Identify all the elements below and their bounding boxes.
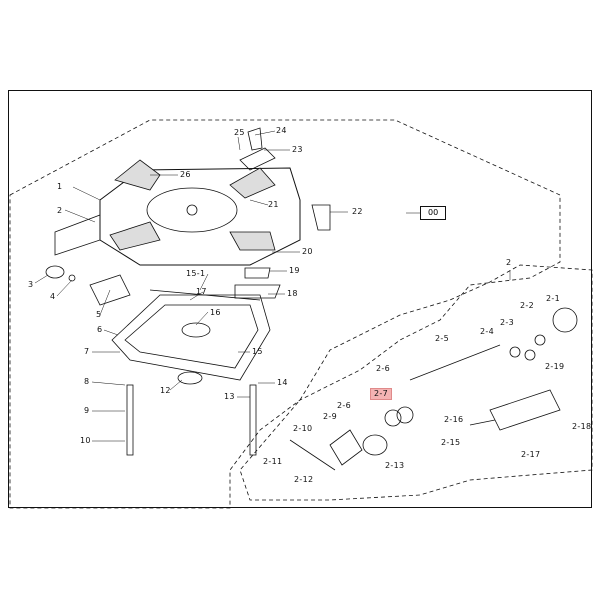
- part-label-22: 22: [352, 207, 363, 216]
- part-label-10: 10: [80, 436, 91, 445]
- part-label-13: 13: [224, 392, 235, 401]
- clamp-jaw-20: [229, 231, 276, 251]
- seal-2-3: [534, 334, 546, 346]
- group-boundary-outline: [9, 119, 561, 509]
- part-label-3: 3: [28, 280, 34, 289]
- part-label-2-13: 2-13: [385, 461, 405, 470]
- part-label-2-19: 2-19: [545, 362, 565, 371]
- part-label-2-15: 2-15: [441, 438, 461, 447]
- part-label-2: 2: [57, 206, 63, 215]
- washer-4: [68, 274, 76, 282]
- cap-2-2: [552, 307, 578, 333]
- cylinder-2: [54, 214, 101, 256]
- bolt-10: [126, 384, 134, 456]
- part-label-25: 25: [234, 128, 245, 137]
- part-label-5: 5: [96, 310, 102, 319]
- oring-2-13: [362, 434, 388, 456]
- part-label-7: 7: [84, 347, 90, 356]
- drawing-frame: [8, 90, 592, 508]
- part-label-2-2: 2-2: [520, 301, 534, 310]
- plate-2-9: [329, 429, 363, 466]
- part-label-19: 19: [289, 266, 300, 275]
- part-label-14: 14: [277, 378, 288, 387]
- nut-2-4: [509, 346, 521, 358]
- cover-22: [311, 204, 331, 231]
- part-label-8: 8: [84, 377, 90, 386]
- clamp-jaw-left: [109, 221, 161, 251]
- part-3: [45, 265, 65, 279]
- part-label-12: 12: [160, 386, 171, 395]
- motor-5: [89, 274, 131, 306]
- rod-2-5: [409, 344, 501, 381]
- part-label-20: 20: [302, 247, 313, 256]
- part-label-2-11: 2-11: [263, 457, 283, 466]
- part-label-1: 1: [57, 182, 63, 191]
- insert-24: [247, 127, 263, 151]
- turntable-disc: [146, 187, 238, 233]
- part-label-4: 4: [50, 292, 56, 301]
- part-label-2-16: 2-16: [444, 415, 464, 424]
- group-code-box: 00: [420, 206, 447, 220]
- bolt-right: [249, 384, 257, 456]
- part-label-2-7-highlighted: 2-7: [370, 388, 392, 400]
- part-label-17: 17: [196, 287, 207, 296]
- turntable-center: [186, 204, 198, 216]
- seal-2-15: [384, 409, 402, 427]
- turntable-plate: [99, 167, 301, 266]
- part-label-2-4: 2-4: [480, 327, 494, 336]
- cylinder-body-2-18: [489, 389, 561, 431]
- part-label-6: 6: [97, 325, 103, 334]
- subgroup-2-outline: [239, 264, 593, 501]
- part-label-21: 21: [268, 200, 279, 209]
- part-label-2-1: 2-1: [546, 294, 560, 303]
- subgroup-label-2: 2: [506, 258, 512, 267]
- part-label-2-12: 2-12: [294, 475, 314, 484]
- bracket-18: [234, 284, 281, 299]
- part-label-2-6-upper: 2-6: [376, 364, 390, 373]
- part-label-18: 18: [287, 289, 298, 298]
- part-label-9: 9: [84, 406, 90, 415]
- part-label-2-3: 2-3: [500, 318, 514, 327]
- jaw-block-23: [239, 147, 276, 171]
- bracket-19: [244, 267, 271, 279]
- part-label-2-18: 2-18: [572, 422, 592, 431]
- shaft-2-10: [289, 439, 336, 471]
- bushing-16: [181, 322, 211, 338]
- part-label-2-10: 2-10: [293, 424, 313, 433]
- part-label-2-5: 2-5: [435, 334, 449, 343]
- base-frame-7: [111, 294, 271, 381]
- part-label-15: 15: [252, 347, 263, 356]
- part-label-15-1: 15-1: [186, 269, 206, 278]
- oring-2-19: [524, 349, 536, 361]
- piston-rod-2-17: [469, 419, 496, 426]
- part-label-2-6-lower: 2-6: [337, 401, 351, 410]
- ring-12: [177, 371, 203, 385]
- part-label-26: 26: [180, 170, 191, 179]
- part-label-23: 23: [292, 145, 303, 154]
- piston-2-7: [396, 406, 414, 424]
- part-label-2-17: 2-17: [521, 450, 541, 459]
- part-label-16: 16: [210, 308, 221, 317]
- part-label-2-9: 2-9: [323, 412, 337, 421]
- part-label-24: 24: [276, 126, 287, 135]
- clamp-jaw-21: [229, 167, 276, 199]
- base-frame-inner: [124, 304, 259, 369]
